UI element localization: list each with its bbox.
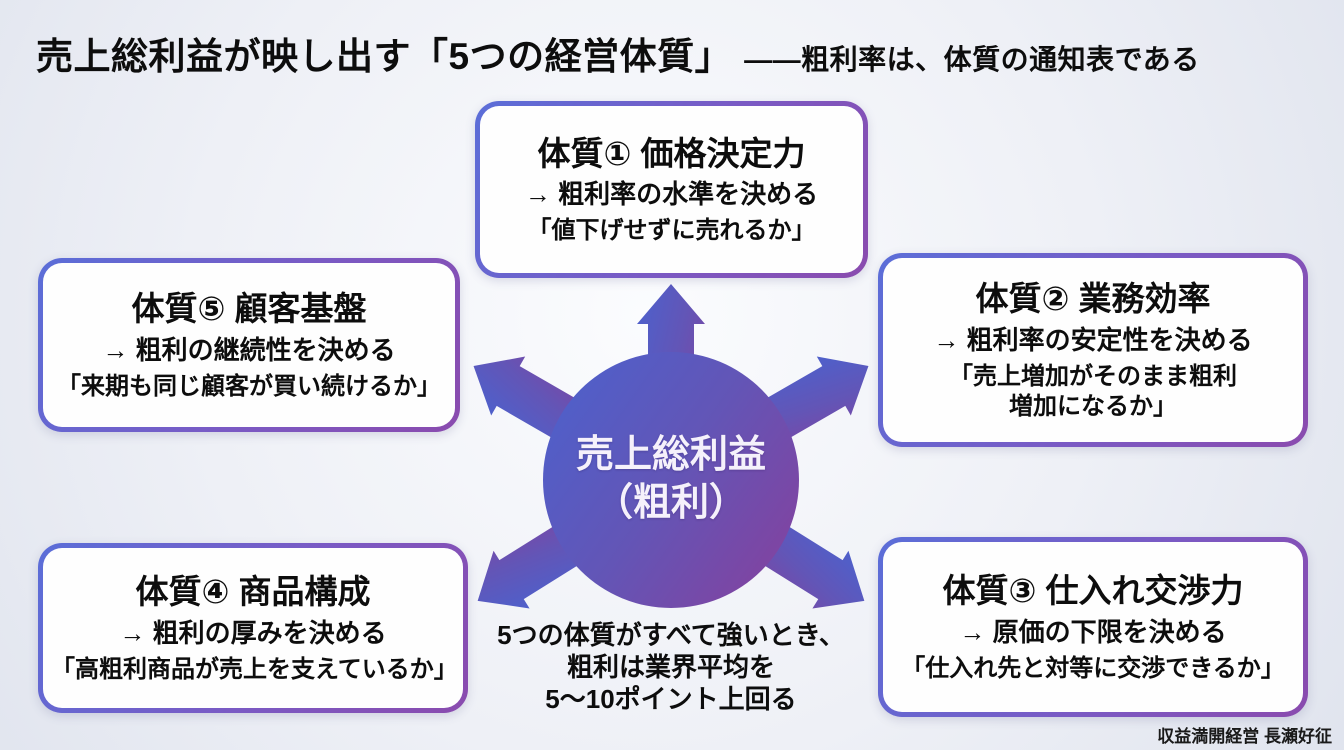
box-constitution-4-content: 体質④ 商品構成 → 粗利の厚みを決める 「高粗利商品が売上を支えているか」: [43, 548, 463, 708]
box-constitution-2-operational-efficiency: 体質② 業務効率 → 粗利率の安定性を決める 「売上増加がそのまま粗利 増加にな…: [878, 253, 1308, 447]
box-effect: → 粗利率の水準を決める: [524, 179, 819, 210]
box-constitution-2-content: 体質② 業務効率 → 粗利率の安定性を決める 「売上増加がそのまま粗利 増加にな…: [883, 258, 1303, 442]
page-title-main: 売上総利益が映し出す「5つの経営体質」: [36, 36, 733, 77]
box-constitution-3-content: 体質③ 仕入れ交渉力 → 原価の下限を決める 「仕入れ先と対等に交渉できるか」: [883, 542, 1303, 712]
footnote: 5つの体質がすべて強いとき、 粗利は業界平均を 5〜10ポイント上回る: [497, 620, 845, 715]
box-constitution-4-product-mix: 体質④ 商品構成 → 粗利の厚みを決める 「高粗利商品が売上を支えているか」: [38, 543, 468, 713]
box-question: 「来期も同じ顧客が買い続けるか」: [57, 372, 441, 400]
box-question: 「売上増加がそのまま粗利 増加になるか」: [949, 362, 1237, 420]
box-effect: → 粗利率の安定性を決める: [933, 324, 1253, 355]
box-effect: → 粗利の厚みを決める: [119, 617, 387, 648]
box-constitution-5-customer-base: 体質⑤ 顧客基盤 → 粗利の継続性を決める 「来期も同じ顧客が買い続けるか」: [38, 258, 460, 432]
box-effect: → 原価の下限を決める: [959, 616, 1227, 647]
box-constitution-1-content: 体質① 価格決定力 → 粗利率の水準を決める 「値下げせずに売れるか」: [480, 106, 863, 273]
box-heading: 体質① 価格決定力: [537, 134, 806, 172]
center-circle: [543, 352, 799, 608]
box-heading: 体質③ 仕入れ交渉力: [942, 572, 1244, 610]
box-heading: 体質② 業務効率: [975, 280, 1211, 318]
box-question: 「仕入れ先と対等に交渉できるか」: [901, 654, 1285, 682]
box-constitution-3-purchasing-negotiation: 体質③ 仕入れ交渉力 → 原価の下限を決める 「仕入れ先と対等に交渉できるか」: [878, 537, 1308, 717]
box-effect: → 粗利の継続性を決める: [102, 334, 396, 365]
page-title: 売上総利益が映し出す「5つの経営体質」 ——粗利率は、体質の通知表である: [36, 26, 1200, 80]
hub-label: 売上総利益 （粗利）: [575, 434, 766, 524]
box-constitution-5-content: 体質⑤ 顧客基盤 → 粗利の継続性を決める 「来期も同じ顧客が買い続けるか」: [43, 263, 455, 427]
box-heading: 体質⑤ 顧客基盤: [131, 290, 367, 328]
box-question: 「値下げせずに売れるか」: [527, 217, 816, 245]
box-constitution-1-pricing-power: 体質① 価格決定力 → 粗利率の水準を決める 「値下げせずに売れるか」: [475, 101, 868, 278]
box-heading: 体質④ 商品構成: [135, 573, 371, 611]
box-question: 「高粗利商品が売上を支えているか」: [51, 655, 458, 683]
hub-arrows-graphic: [473, 284, 869, 609]
credit-text: 収益満開経営 長瀬好征: [1157, 727, 1332, 746]
page-title-sub: ——粗利率は、体質の通知表である: [744, 44, 1200, 75]
